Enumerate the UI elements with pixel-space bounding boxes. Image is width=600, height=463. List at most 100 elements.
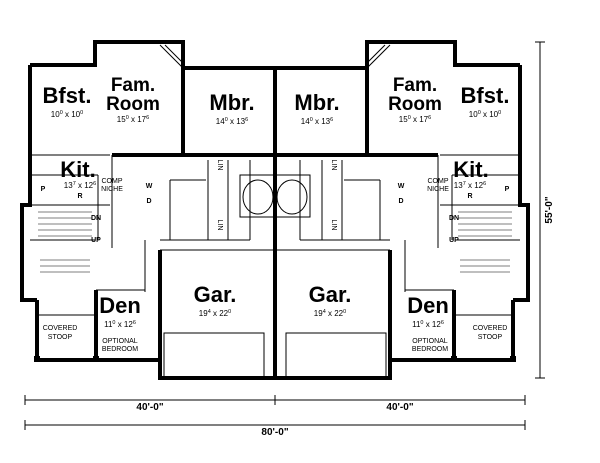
left-unit-walls <box>20 40 275 380</box>
right-gar-title: Gar. <box>309 282 352 307</box>
right-lin-1: LIN <box>330 160 337 171</box>
right-gar-w: 19 <box>314 309 323 318</box>
right-stoop-line2: STOOP <box>478 334 503 341</box>
right-mbr-h: 13 <box>321 117 330 126</box>
right-fam-h: 17 <box>419 115 428 124</box>
left-bfst-h: 10 <box>71 110 80 119</box>
left-kit-title: Kit. <box>60 157 95 182</box>
right-den-h: 12 <box>432 320 441 329</box>
left-mbr-hi: 6 <box>245 117 248 123</box>
left-opt-line2: BEDROOM <box>102 346 138 353</box>
left-bfst-size: 100 x 100 <box>51 110 83 119</box>
left-den-hi: 6 <box>133 320 136 326</box>
left-lin-1: LIN <box>216 160 223 171</box>
right-w-label: W <box>398 183 405 190</box>
left-kit-w: 13 <box>64 181 73 190</box>
right-kit-hi: 6 <box>483 181 486 187</box>
left-bfst-title: Bfst. <box>43 83 92 108</box>
right-bfst-title: Bfst. <box>461 83 510 108</box>
left-p-label: P <box>41 186 46 193</box>
left-mbr-size: 140 x 136 <box>216 117 248 126</box>
left-den-w: 11 <box>104 320 113 329</box>
left-stoop-line1: COVERED <box>43 325 78 332</box>
right-gar-size: 194 x 220 <box>314 309 346 318</box>
dimension-lines <box>24 41 545 430</box>
left-fam-wi: 0 <box>126 115 129 121</box>
right-den-hi: 6 <box>441 320 444 326</box>
garage-doors <box>163 332 387 379</box>
right-kit-h: 12 <box>474 181 483 190</box>
left-bfst-hi: 0 <box>80 110 83 116</box>
right-fam-wi: 0 <box>408 115 411 121</box>
left-fam-h: 17 <box>137 115 146 124</box>
left-r-label: R <box>77 193 82 200</box>
left-mbr-title: Mbr. <box>209 90 254 115</box>
left-mbr-h: 13 <box>236 117 245 126</box>
left-gar-title: Gar. <box>194 282 237 307</box>
right-kit-title: Kit. <box>453 157 488 182</box>
dim-total: 80'-0" <box>261 427 288 438</box>
left-kit-hi: 6 <box>93 181 96 187</box>
right-kit-wi: 7 <box>463 181 466 187</box>
right-bfst-h: 10 <box>489 110 498 119</box>
left-up-label: UP <box>91 237 101 244</box>
left-kit-wi: 7 <box>73 181 76 187</box>
right-mbr-title: Mbr. <box>294 90 339 115</box>
master-tubs <box>239 174 311 218</box>
right-den-title: Den <box>407 293 449 318</box>
right-dn-label: DN <box>449 215 459 222</box>
right-lin-2: LIN <box>330 220 337 231</box>
left-opt-line1: OPTIONAL <box>102 338 138 345</box>
right-gar-wi: 4 <box>323 309 326 315</box>
dim-half-right: 40'-0" <box>386 402 413 413</box>
right-den-w: 11 <box>412 320 421 329</box>
left-bfst-wi: 0 <box>60 110 63 116</box>
right-r-label: R <box>467 193 472 200</box>
right-gar-hi: 0 <box>343 309 346 315</box>
left-gar-w: 19 <box>199 309 208 318</box>
right-kit-w: 13 <box>454 181 463 190</box>
left-gar-hi: 0 <box>228 309 231 315</box>
right-stoop-line1: COVERED <box>473 325 508 332</box>
left-dn-label: DN <box>91 215 101 222</box>
dim-depth: 55'-0" <box>544 196 555 223</box>
left-w-label: W <box>146 183 153 190</box>
right-d-label: D <box>398 198 403 205</box>
right-den-wi: 0 <box>420 320 423 326</box>
right-bfst-w: 10 <box>469 110 478 119</box>
right-bfst-size: 100 x 100 <box>469 110 501 119</box>
left-kit-h: 12 <box>84 181 93 190</box>
right-fam-line2: Room <box>388 94 442 115</box>
right-den-size: 110 x 126 <box>412 320 444 329</box>
left-bfst-w: 10 <box>51 110 60 119</box>
right-kit-size: 137 x 126 <box>454 181 486 190</box>
left-mbr-wi: 0 <box>225 117 228 123</box>
right-fam-hi: 6 <box>428 115 431 121</box>
left-fam-hi: 6 <box>146 115 149 121</box>
left-fam-size: 150 x 176 <box>117 115 149 124</box>
right-comp-line2: NICHE <box>427 186 449 193</box>
left-lin-2: LIN <box>216 220 223 231</box>
right-mbr-size: 140 x 136 <box>301 117 333 126</box>
left-fam-line2: Room <box>106 94 160 115</box>
left-den-h: 12 <box>124 320 133 329</box>
left-den-size: 110 x 126 <box>104 320 136 329</box>
left-den-title: Den <box>99 293 141 318</box>
right-bfst-hi: 0 <box>498 110 501 116</box>
right-opt-line1: OPTIONAL <box>412 338 448 345</box>
right-p-label: P <box>505 186 510 193</box>
left-comp-line2: NICHE <box>101 186 123 193</box>
dim-half-left: 40'-0" <box>136 402 163 413</box>
left-stoop-line2: STOOP <box>48 334 73 341</box>
left-gar-h: 22 <box>219 309 228 318</box>
left-gar-wi: 4 <box>208 309 211 315</box>
stairs <box>38 211 512 273</box>
left-fam-w: 15 <box>117 115 126 124</box>
right-gar-h: 22 <box>334 309 343 318</box>
right-fam-line1: Fam. <box>393 75 437 96</box>
right-mbr-w: 14 <box>301 117 310 126</box>
left-den-wi: 0 <box>112 320 115 326</box>
left-d-label: D <box>146 198 151 205</box>
right-up-label: UP <box>449 237 459 244</box>
